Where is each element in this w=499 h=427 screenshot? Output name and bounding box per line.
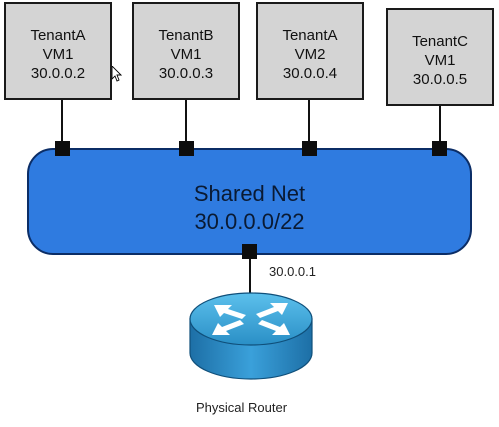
vm-name-label: VM1 xyxy=(424,52,456,69)
vm-ip-label: 30.0.0.5 xyxy=(412,71,468,88)
shared-network: Shared Net 30.0.0.0/22 xyxy=(27,148,472,255)
vm-tenant-label: TenantA xyxy=(282,27,338,44)
vm-name-label: VM2 xyxy=(294,46,326,63)
router-label: Physical Router xyxy=(196,400,288,415)
network-cidr: 30.0.0.0/22 xyxy=(194,209,305,234)
vm-name-label: VM1 xyxy=(42,46,74,63)
network-port xyxy=(302,141,317,156)
connector-line xyxy=(249,259,251,293)
router-icon xyxy=(189,292,313,380)
vm-box-tenanta-vm2: TenantA VM2 30.0.0.4 xyxy=(256,2,364,100)
mouse-cursor-icon xyxy=(112,66,122,82)
connector-line xyxy=(185,100,187,148)
vm-ip-label: 30.0.0.4 xyxy=(282,65,338,82)
connector-line xyxy=(308,100,310,148)
network-port xyxy=(55,141,70,156)
network-port xyxy=(242,244,257,259)
connector-line xyxy=(439,106,441,148)
network-port xyxy=(179,141,194,156)
router-ip-label: 30.0.0.1 xyxy=(269,264,316,279)
vm-ip-label: 30.0.0.3 xyxy=(158,65,214,82)
connector-line xyxy=(61,100,63,148)
vm-name-label: VM1 xyxy=(170,46,202,63)
vm-tenant-label: TenantA xyxy=(30,27,86,44)
network-port xyxy=(432,141,447,156)
vm-ip-label: 30.0.0.2 xyxy=(30,65,86,82)
vm-box-tenantb-vm1: TenantB VM1 30.0.0.3 xyxy=(132,2,240,100)
vm-box-tenanta-vm1: TenantA VM1 30.0.0.2 xyxy=(4,2,112,100)
network-name: Shared Net xyxy=(193,181,306,206)
vm-tenant-label: TenantC xyxy=(412,33,468,50)
vm-box-tenantc-vm1: TenantC VM1 30.0.0.5 xyxy=(386,8,494,106)
vm-tenant-label: TenantB xyxy=(158,27,214,44)
